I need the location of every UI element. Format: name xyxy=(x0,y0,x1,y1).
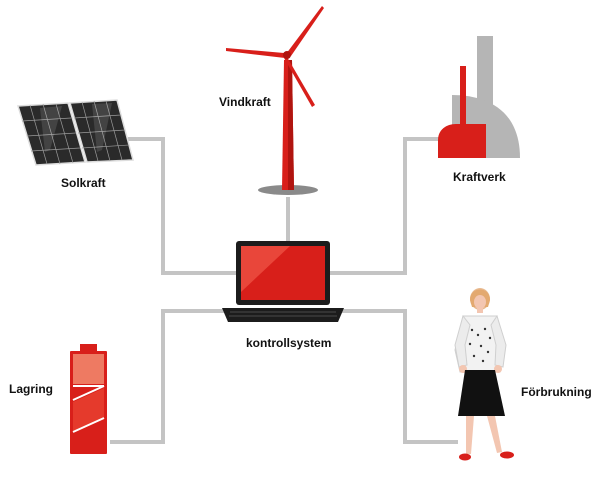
consumption-label: Förbrukning xyxy=(521,385,592,399)
connector-lines xyxy=(110,137,458,444)
solar-label: Solkraft xyxy=(61,176,106,190)
woman-icon xyxy=(454,288,514,461)
storage-label: Lagring xyxy=(9,382,53,396)
wind-turbine-icon xyxy=(226,6,324,195)
plant-label: Kraftverk xyxy=(453,170,506,184)
laptop-icon xyxy=(222,241,344,322)
power-plant-icon xyxy=(438,36,520,158)
consumption-line xyxy=(338,309,458,444)
plant-line xyxy=(330,137,440,275)
solar-panel-icon xyxy=(17,99,134,166)
wind-label: Vindkraft xyxy=(219,95,271,109)
solar-line xyxy=(128,137,236,275)
battery-icon xyxy=(70,344,107,454)
control-label: kontrollsystem xyxy=(246,336,332,350)
storage-line xyxy=(110,309,230,444)
